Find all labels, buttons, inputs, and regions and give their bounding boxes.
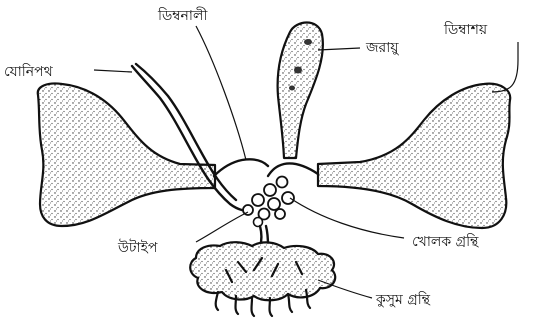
vitelline-gland <box>190 242 335 300</box>
leader-oviduct <box>196 26 246 160</box>
uterus-egg <box>289 86 295 91</box>
oviduct-tube <box>268 163 318 176</box>
right-ovary <box>318 84 510 228</box>
label-ootype: উটাইপ <box>117 239 158 256</box>
leader-vagina <box>94 70 132 72</box>
label-uterus: জরায়ু <box>365 40 400 56</box>
leader-shell-gland <box>290 198 404 238</box>
leader-ootype <box>196 212 248 242</box>
uterus <box>278 23 323 159</box>
label-oviduct: ডিম্বনালী <box>157 7 208 24</box>
left-ovary <box>38 83 215 226</box>
leader-uterus <box>318 48 360 50</box>
uterus-egg <box>294 67 302 74</box>
uterus-egg <box>304 39 312 45</box>
label-ovary: ডিম্বাশয় <box>443 21 488 38</box>
shell-gland <box>243 177 294 227</box>
oviduct-tube <box>214 159 268 176</box>
label-shell-gland: খোলক গ্রন্থি <box>412 233 479 250</box>
label-vagina: যোনিপথ <box>4 63 54 80</box>
label-vitelline-gland: কুসুম গ্রন্থি <box>375 291 431 308</box>
